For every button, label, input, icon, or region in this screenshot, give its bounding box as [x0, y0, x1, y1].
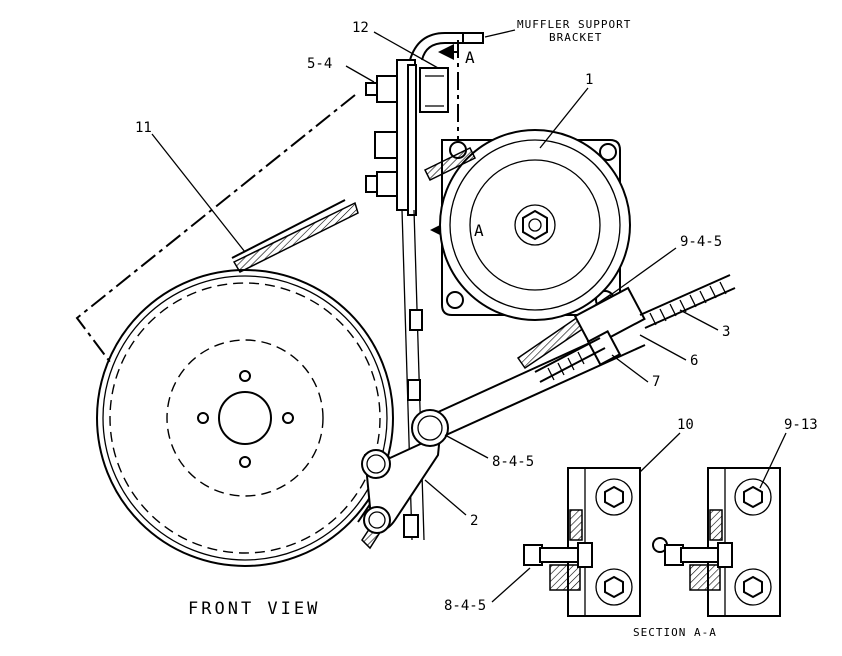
- callout-8-4-5-upper: 8-4-5: [444, 434, 534, 470]
- callout-7-label: 7: [652, 374, 660, 390]
- callout-9-4-5-label: 9-4-5: [680, 234, 722, 250]
- section-a-a: [523, 467, 781, 617]
- tension-arm: [361, 319, 646, 534]
- callout-6: 6: [639, 334, 698, 369]
- callout-11-label: 11: [135, 120, 152, 136]
- engine-outline: [75, 94, 356, 363]
- callout-8-4-5-lower: 8-4-5: [444, 567, 531, 614]
- callout-9-4-5: 9-4-5: [611, 234, 722, 295]
- callout-2: 2: [424, 479, 478, 529]
- muffler-support-label-line2: BRACKET: [549, 31, 602, 44]
- pulley-bolt-hole: [282, 412, 294, 424]
- callout-5-4-label: 5-4: [307, 56, 332, 72]
- callout-9-13-label: 9-13: [784, 417, 818, 433]
- front-view-label: FRONT VIEW: [188, 599, 320, 619]
- callout-9-13: 9-13: [759, 417, 818, 489]
- callout-2-label: 2: [470, 513, 478, 529]
- support-bracket: [396, 59, 425, 541]
- callout-11: 11: [135, 120, 246, 253]
- muffler-support-bracket: [409, 29, 516, 61]
- pulley-bolt-hole: [197, 412, 209, 424]
- adjusting-rod: [534, 274, 736, 383]
- callout-10: 10: [639, 417, 694, 473]
- alternator: [423, 129, 631, 321]
- muffler-support-label-line1: MUFFLER SUPPORT: [517, 18, 631, 31]
- callout-6-label: 6: [690, 353, 698, 369]
- callout-1: 1: [539, 72, 593, 149]
- callout-7: 7: [611, 354, 660, 390]
- pulley-bolt-hole: [239, 370, 251, 382]
- section-marker-top: A: [465, 48, 475, 67]
- callout-8-4-5-upper-label: 8-4-5: [492, 454, 534, 470]
- section-marker-bottom: A: [474, 221, 484, 240]
- callout-3-label: 3: [722, 324, 730, 340]
- callout-12-label: 12: [352, 20, 369, 36]
- callout-3: 3: [679, 309, 730, 340]
- muffler-support-label: MUFFLER SUPPORT BRACKET: [517, 18, 631, 44]
- bracket-bolts: [365, 67, 449, 197]
- callout-5-4: 5-4: [307, 56, 375, 83]
- crank-pulley: [96, 269, 394, 567]
- callout-8-4-5-lower-label: 8-4-5: [444, 598, 486, 614]
- callout-1-label: 1: [585, 72, 593, 88]
- callout-10-label: 10: [677, 417, 694, 433]
- section-a-a-label: SECTION A-A: [633, 626, 717, 639]
- callout-12: 12: [352, 20, 439, 69]
- pulley-bolt-hole: [239, 456, 251, 468]
